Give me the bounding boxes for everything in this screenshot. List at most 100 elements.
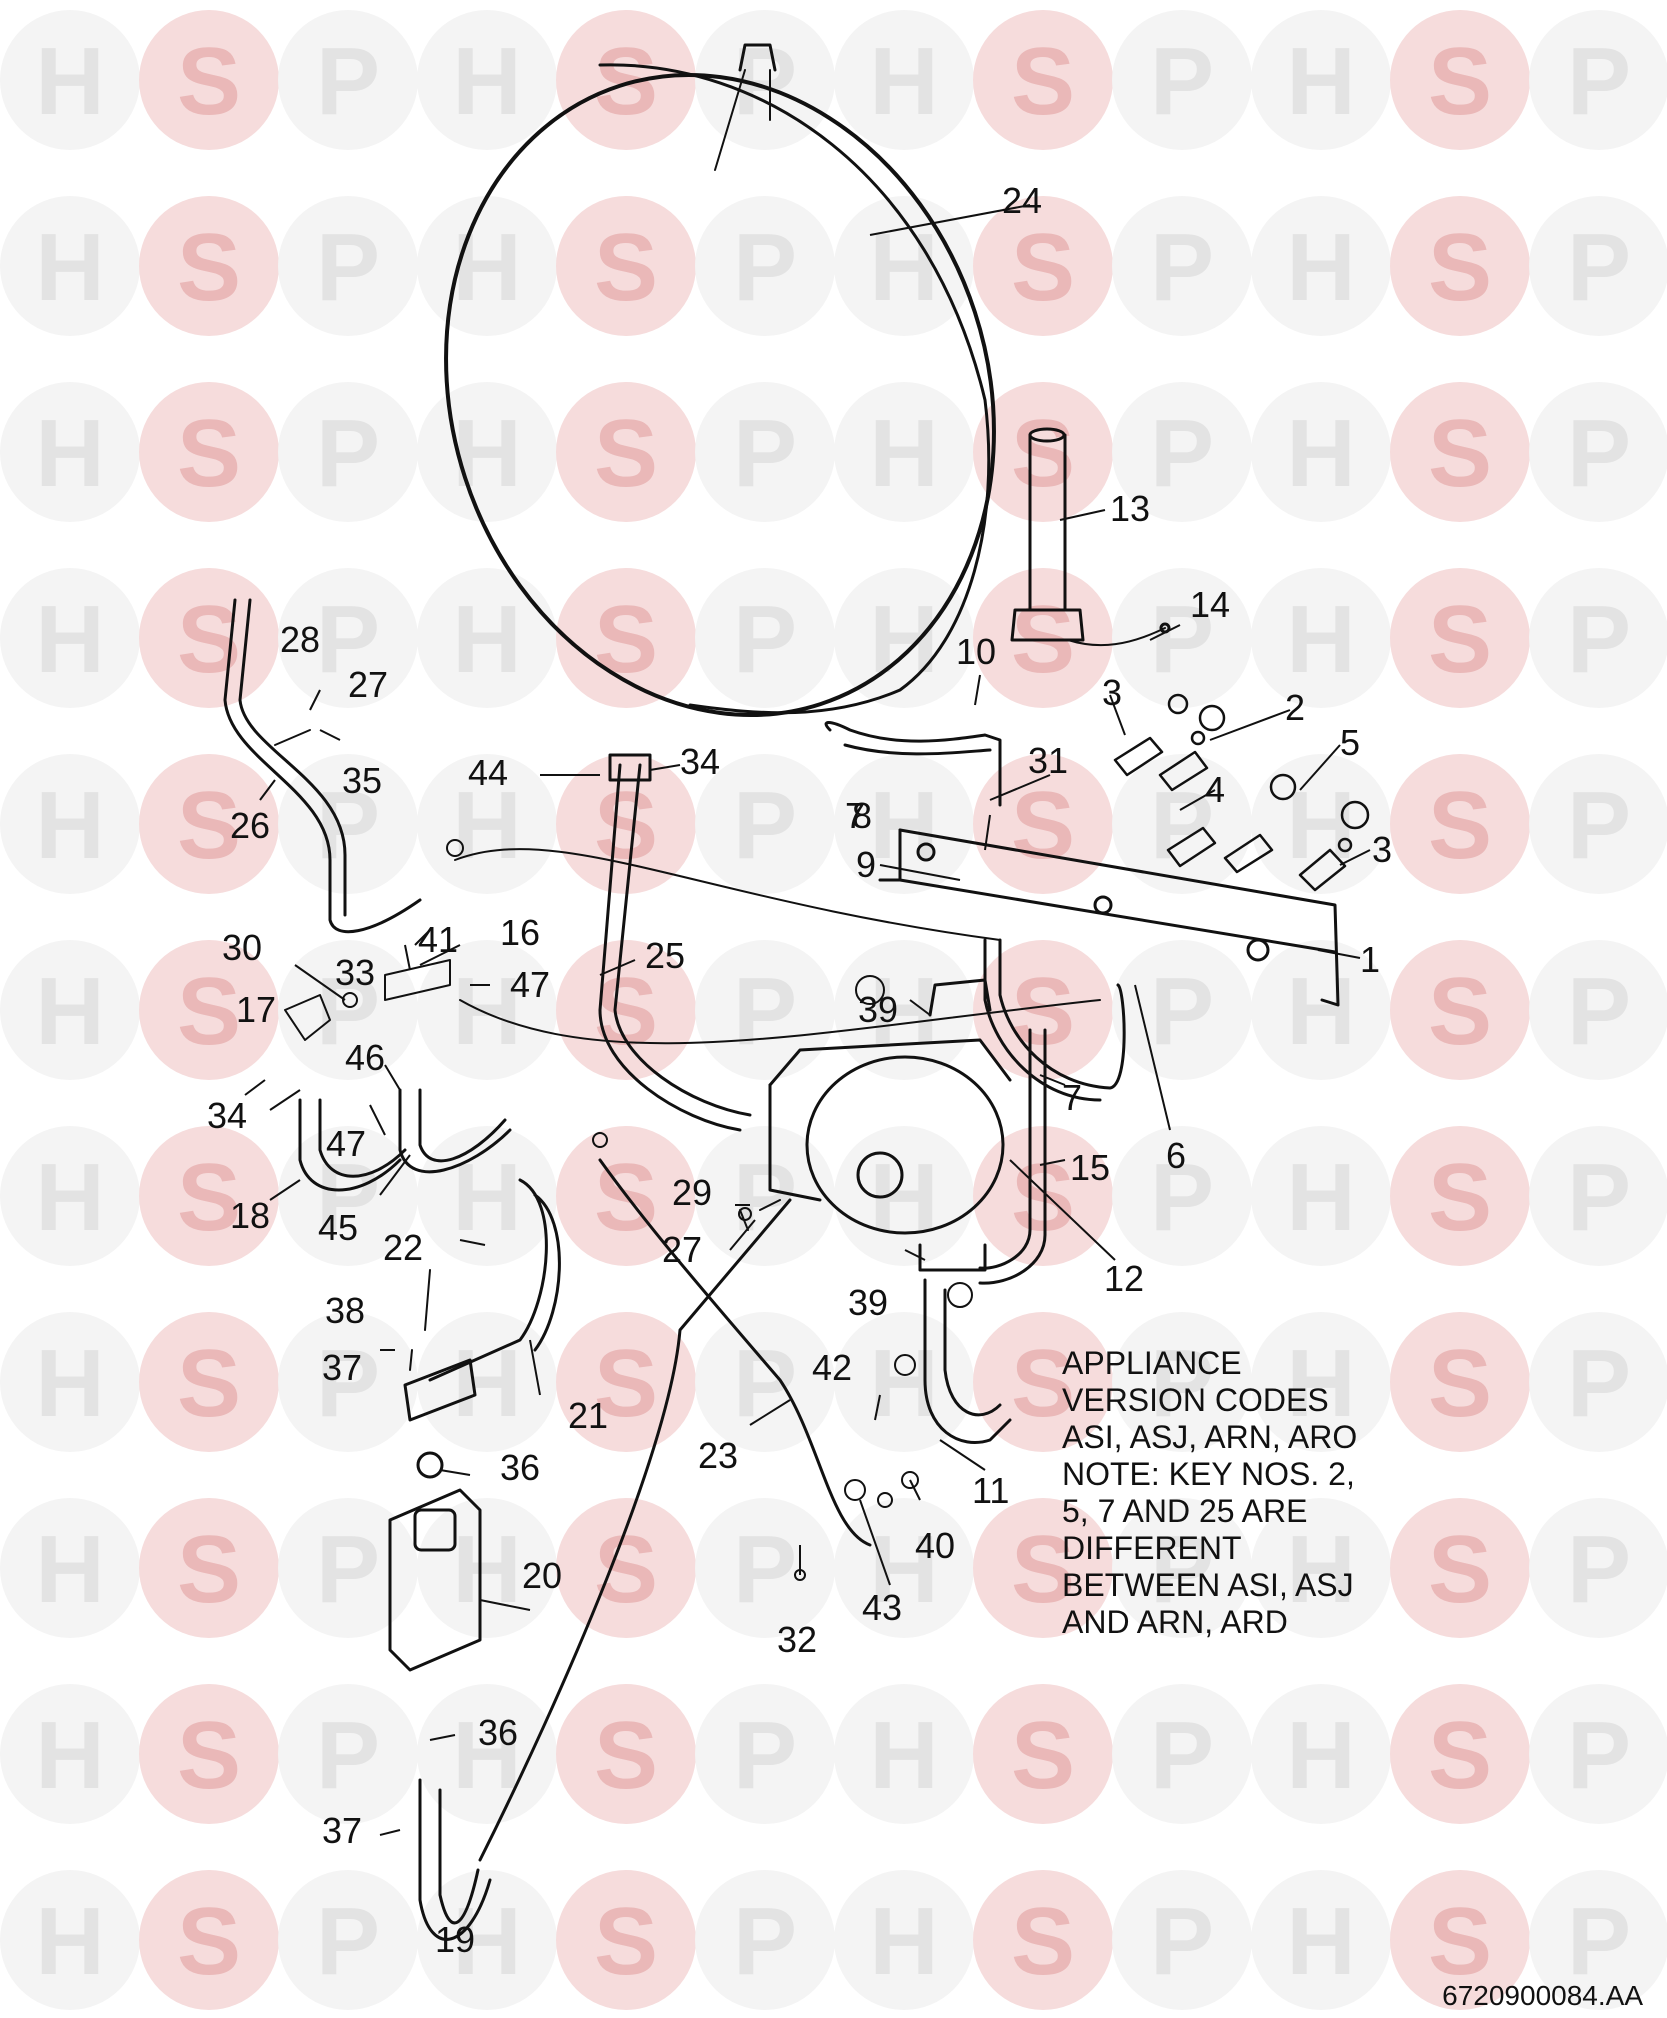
- watermark-disc: [0, 1312, 140, 1452]
- watermark-disc: [556, 1498, 696, 1638]
- watermark-disc: [1390, 1126, 1530, 1266]
- watermark-disc: [278, 1684, 418, 1824]
- watermark-disc: [556, 568, 696, 708]
- callout-21: 21: [568, 1395, 608, 1436]
- watermark-letter: H: [869, 1888, 938, 1995]
- watermark-disc: [0, 196, 140, 336]
- watermark-letter: H: [1286, 1330, 1355, 1437]
- watermark-letter: S: [177, 1516, 241, 1623]
- callout-7: 7: [1062, 1077, 1082, 1118]
- watermark-letter: S: [594, 1516, 658, 1623]
- note-line: 5, 7 AND 25 ARE: [1062, 1493, 1308, 1529]
- watermark-disc: [695, 382, 835, 522]
- watermark-disc: [139, 1870, 279, 2010]
- watermark-letter: P: [1150, 1516, 1214, 1623]
- watermark-letter: H: [869, 958, 938, 1065]
- watermark-letter: S: [1428, 1516, 1492, 1623]
- watermark-disc: [1529, 1312, 1667, 1452]
- watermark-letter: P: [1150, 958, 1214, 1065]
- watermark-letter: P: [1150, 28, 1214, 135]
- watermark-disc: [278, 1312, 418, 1452]
- watermark-disc: [139, 1312, 279, 1452]
- watermark-letter: P: [1567, 1144, 1631, 1251]
- watermark-letter: P: [1567, 1888, 1631, 1995]
- watermark-letter: S: [1428, 400, 1492, 507]
- watermark-letter: P: [1567, 958, 1631, 1065]
- watermark-letter: S: [1428, 1702, 1492, 1809]
- watermark-letter: P: [1567, 1516, 1631, 1623]
- callout-14: 14: [1190, 584, 1230, 625]
- callout-22: 22: [383, 1227, 423, 1268]
- watermark-disc: [695, 754, 835, 894]
- watermark-letter: H: [452, 772, 521, 879]
- watermark-disc: [695, 568, 835, 708]
- watermark-disc: [973, 196, 1113, 336]
- callout-3: 3: [1102, 672, 1122, 713]
- watermark-letter: P: [1567, 586, 1631, 693]
- watermark-letter: H: [452, 214, 521, 321]
- watermark-letter: H: [35, 400, 104, 507]
- watermark-letter: P: [316, 1330, 380, 1437]
- bracket-1: [878, 828, 1340, 1007]
- watermark-disc: [973, 1498, 1113, 1638]
- watermark-disc: [0, 1126, 140, 1266]
- callout-45: 45: [318, 1207, 358, 1248]
- note-line: ASI, ASJ, ARN, ARO: [1062, 1419, 1358, 1455]
- callout-28: 28: [280, 619, 320, 660]
- watermark-letter: P: [1150, 1702, 1214, 1809]
- watermark-disc: [278, 1870, 418, 2010]
- callout-36: 36: [500, 1447, 540, 1488]
- callout-9: 9: [856, 844, 876, 885]
- callout-4: 4: [1205, 769, 1225, 810]
- watermark-letter: H: [1286, 958, 1355, 1065]
- callout-33: 33: [335, 952, 375, 993]
- watermark-letter: P: [733, 1888, 797, 1995]
- watermark-disc: [1251, 196, 1391, 336]
- watermark-disc: [556, 754, 696, 894]
- watermark-letter: S: [1428, 1144, 1492, 1251]
- watermark-disc: [1251, 1126, 1391, 1266]
- callout-29: 29: [672, 1172, 712, 1213]
- watermark-disc: [278, 382, 418, 522]
- watermark-disc: [417, 1684, 557, 1824]
- callout-1: 1: [1360, 939, 1380, 980]
- watermark-letter: S: [177, 958, 241, 1065]
- callout-23: 23: [698, 1435, 738, 1476]
- callout-labels: 1 2 3 3 4 5 6 7 7 8 9 10 11 12 13 14 15 …: [207, 180, 1392, 1960]
- watermark-letter: P: [316, 1702, 380, 1809]
- watermark-letter: P: [1150, 214, 1214, 321]
- watermark-letter: H: [35, 1330, 104, 1437]
- watermark-disc: [1529, 754, 1667, 894]
- watermark-disc: [973, 1312, 1113, 1452]
- callout-32: 32: [777, 1619, 817, 1660]
- watermark-disc: [417, 568, 557, 708]
- watermark-disc: [139, 940, 279, 1080]
- watermark-letter: H: [35, 772, 104, 879]
- watermark-letter: S: [1428, 1888, 1492, 1995]
- watermark-disc: [834, 1126, 974, 1266]
- watermark-letter: S: [594, 214, 658, 321]
- watermark-disc: [139, 1498, 279, 1638]
- watermark-disc: [1529, 10, 1667, 150]
- watermark-disc: [834, 1498, 974, 1638]
- block-base: [403, 1358, 477, 1422]
- watermark-letter: H: [35, 214, 104, 321]
- watermark-disc: [556, 1870, 696, 2010]
- callout-15: 15: [1070, 1147, 1110, 1188]
- watermark-disc: [973, 1870, 1113, 2010]
- watermark-letter: S: [1011, 1330, 1075, 1437]
- callout-27: 27: [348, 664, 388, 705]
- callout-6: 6: [1166, 1135, 1186, 1176]
- callout-35: 35: [342, 760, 382, 801]
- note-line: NOTE: KEY NOS. 2,: [1062, 1456, 1355, 1492]
- watermark-disc: [695, 1870, 835, 2010]
- watermark-letter: S: [1011, 772, 1075, 879]
- callout-31: 31: [1028, 740, 1068, 781]
- watermark-disc: [139, 196, 279, 336]
- pipe-26: [223, 598, 422, 934]
- small-parts: [274, 729, 973, 1581]
- watermark-disc: [1251, 754, 1391, 894]
- callout-19: 19: [435, 1919, 475, 1960]
- watermark-disc: [973, 1126, 1113, 1266]
